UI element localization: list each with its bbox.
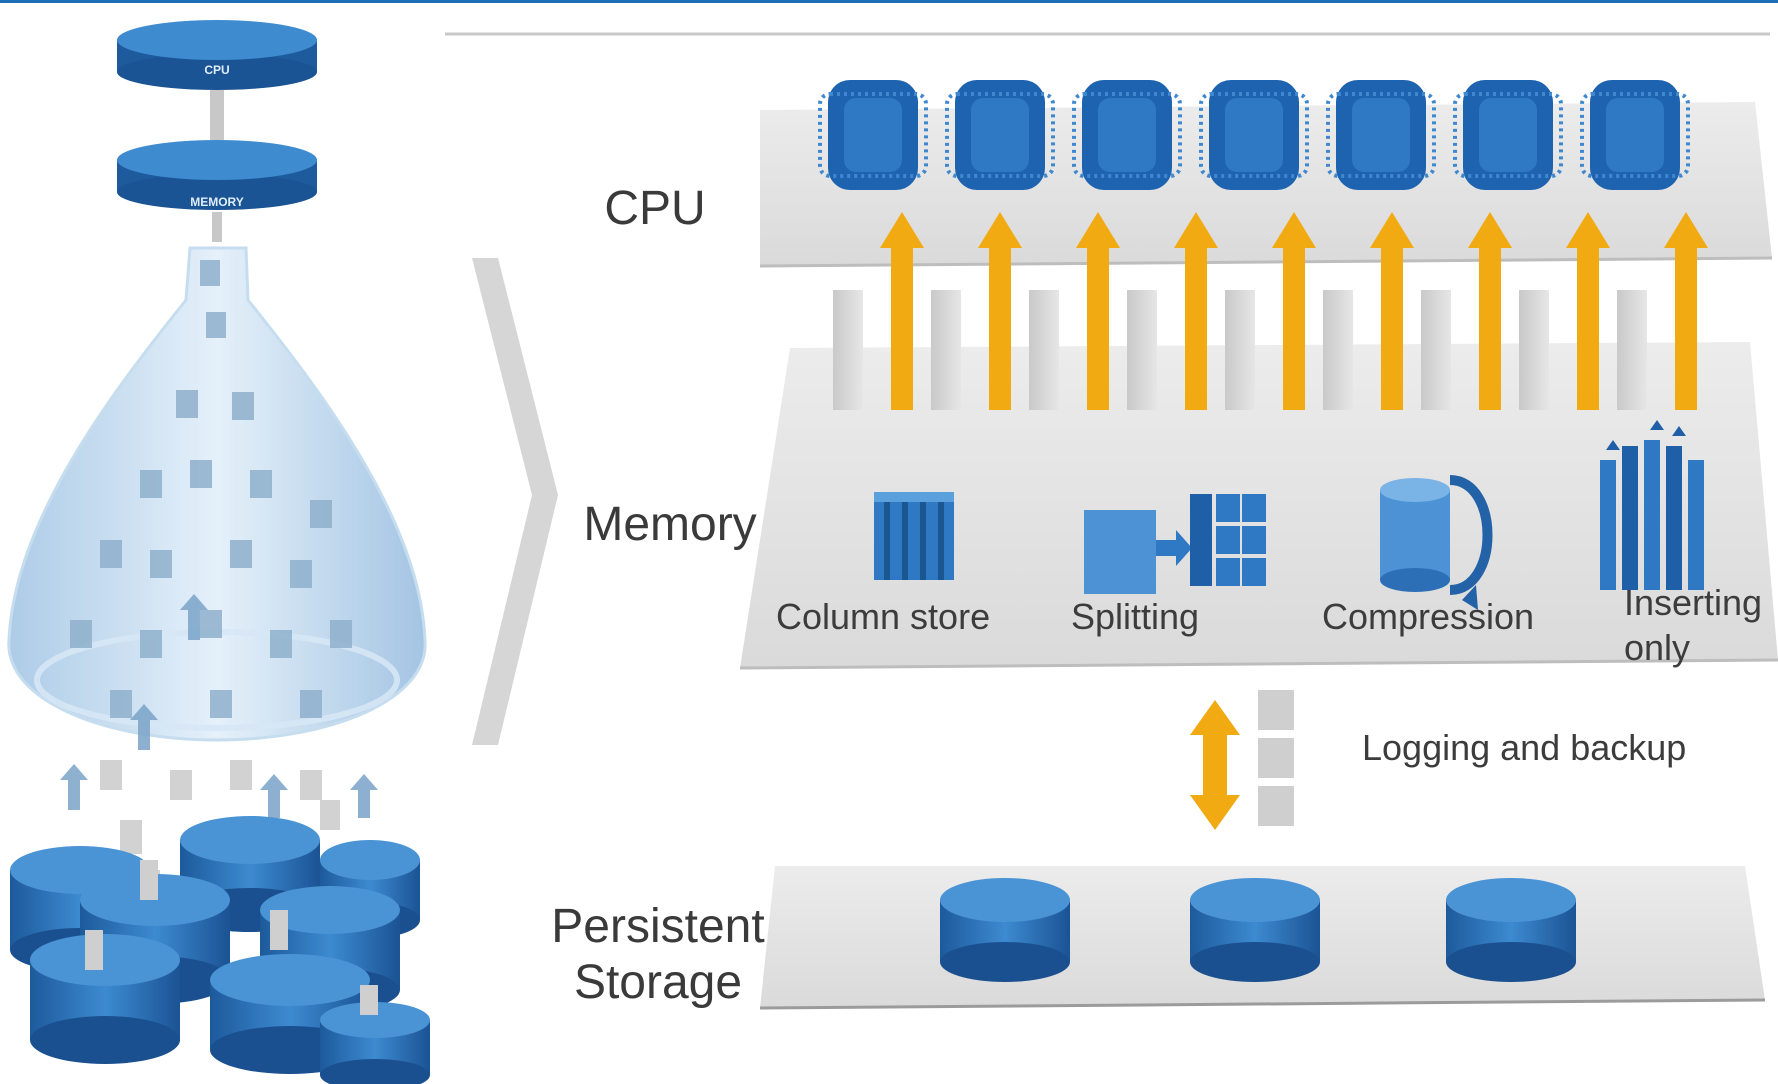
feature-label-compression: Compression bbox=[1322, 596, 1535, 637]
data-flow-arrows bbox=[880, 212, 1708, 410]
storage-disk-icon bbox=[1190, 878, 1320, 982]
logging-double-arrow-icon bbox=[1190, 700, 1240, 830]
compression-icon bbox=[1380, 475, 1493, 610]
database-cluster-icon bbox=[10, 816, 430, 1084]
logging-and-backup-label: Logging and backup bbox=[1362, 727, 1687, 768]
chevron-right-icon bbox=[472, 258, 558, 745]
feature-label-column-store: Column store bbox=[776, 596, 991, 637]
left-illustration: CPU MEMORY bbox=[7, 20, 430, 1084]
cpu-chip-icon bbox=[1199, 80, 1309, 190]
flask-icon bbox=[7, 246, 427, 742]
cpu-chip-icon bbox=[1453, 80, 1563, 190]
layer-label-memory: Memory bbox=[583, 498, 757, 551]
splitting-icon bbox=[1084, 494, 1266, 594]
memory-disk: MEMORY bbox=[117, 140, 317, 210]
column-store-icon bbox=[874, 492, 954, 580]
cpu-chips bbox=[818, 80, 1690, 190]
feature-label-inserting-only-line2: only bbox=[1624, 627, 1691, 668]
feature-label-splitting: Splitting bbox=[1071, 596, 1200, 637]
log-blocks bbox=[1258, 690, 1294, 826]
cpu-chip-icon bbox=[945, 80, 1055, 190]
memory-disk-text: MEMORY bbox=[190, 195, 244, 209]
cpu-disk: CPU bbox=[117, 20, 317, 90]
layer-label-persistent-storage-line1: Persistent bbox=[551, 900, 765, 953]
top-accent-rule bbox=[0, 0, 1778, 3]
feature-label-inserting-only-line1: Inserting bbox=[1624, 582, 1763, 623]
flask-data-blocks bbox=[70, 260, 352, 718]
cpu-chip-icon bbox=[1072, 80, 1182, 190]
layer-label-persistent-storage-line2: Storage bbox=[573, 956, 743, 1009]
storage-disk-icon bbox=[940, 878, 1070, 982]
cpu-chip-icon bbox=[818, 80, 928, 190]
layer-label-cpu: CPU bbox=[604, 182, 706, 235]
storage-disk-icon bbox=[1446, 878, 1576, 982]
memory-bus-pillars bbox=[833, 290, 1647, 410]
cpu-disk-text: CPU bbox=[204, 63, 229, 77]
cpu-chip-icon bbox=[1326, 80, 1436, 190]
cpu-chip-icon bbox=[1580, 80, 1690, 190]
inserting-only-icon bbox=[1600, 420, 1704, 590]
